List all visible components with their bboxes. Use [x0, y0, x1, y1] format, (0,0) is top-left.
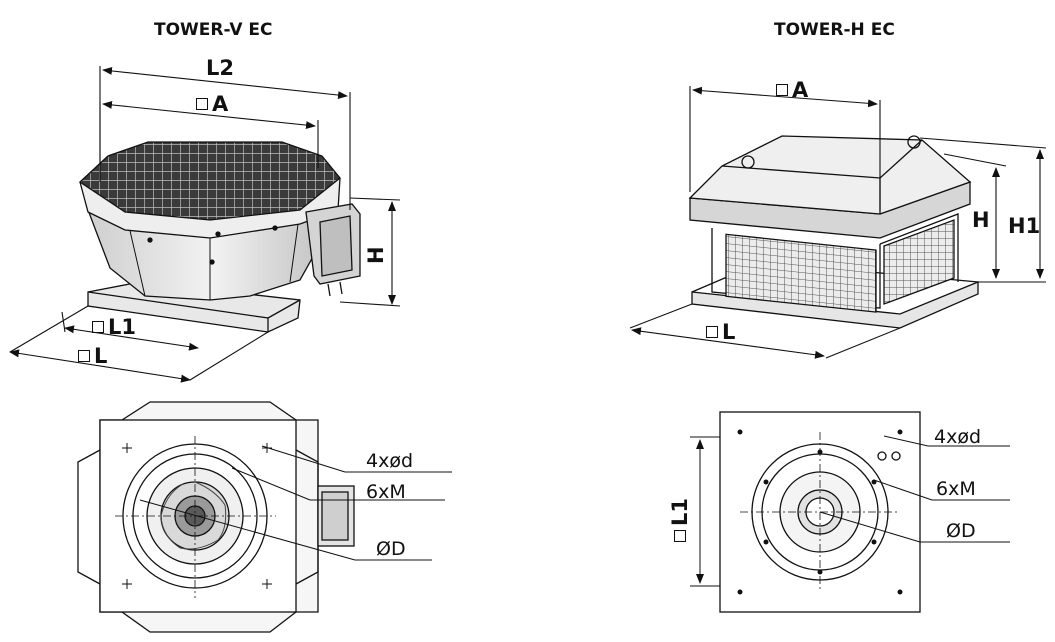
dim-h-right: H: [972, 208, 990, 232]
dim-a-left-text: A: [212, 92, 229, 116]
dim-a-right: A: [776, 80, 808, 101]
dim-a-left: A: [196, 94, 228, 115]
dim-l1-right-text: L1: [668, 498, 692, 526]
dim-h-left: H: [364, 246, 388, 264]
dim-a-right-text: A: [792, 78, 809, 102]
dim-l1-left-text: L1: [108, 315, 136, 339]
tower-h-top-view: [719, 411, 921, 613]
tower-v-dimension-lines: [9, 66, 401, 383]
dim-l-right: L: [706, 322, 735, 343]
tower-h-callout-lines: [690, 435, 1010, 587]
square-symbol-icon: [776, 84, 788, 96]
tower-h-title: TOWER-H EC: [774, 20, 895, 40]
dim-l-right-text: L: [722, 320, 736, 344]
dim-h1-right: H1: [1008, 214, 1041, 238]
callout-holes-left: 4xød: [366, 450, 414, 472]
tower-h-isometric: [688, 135, 979, 329]
dim-l1-left: L1: [92, 317, 136, 338]
square-symbol-icon: [674, 530, 686, 542]
square-symbol-icon: [92, 321, 104, 333]
callout-diameter-left: ØD: [376, 538, 406, 560]
tower-v-top-view: [77, 401, 355, 633]
callout-screws-left: 6xM: [366, 481, 406, 503]
tower-v-isometric: [78, 141, 361, 333]
tower-v-title: TOWER-V EC: [154, 20, 273, 40]
callout-diameter-right: ØD: [946, 520, 976, 542]
callout-holes-right: 4xød: [934, 426, 982, 448]
dim-l-left: L: [78, 346, 107, 367]
square-symbol-icon: [706, 326, 718, 338]
tower-h-dimension-lines: [629, 86, 1047, 359]
dim-l-left-text: L: [94, 344, 108, 368]
square-symbol-icon: [78, 350, 90, 362]
dim-l2: L2: [206, 56, 234, 80]
callout-screws-right: 6xM: [936, 478, 976, 500]
dim-l1-right: L1: [668, 498, 692, 542]
square-symbol-icon: [196, 98, 208, 110]
tower-v-callout-lines: [139, 445, 452, 561]
